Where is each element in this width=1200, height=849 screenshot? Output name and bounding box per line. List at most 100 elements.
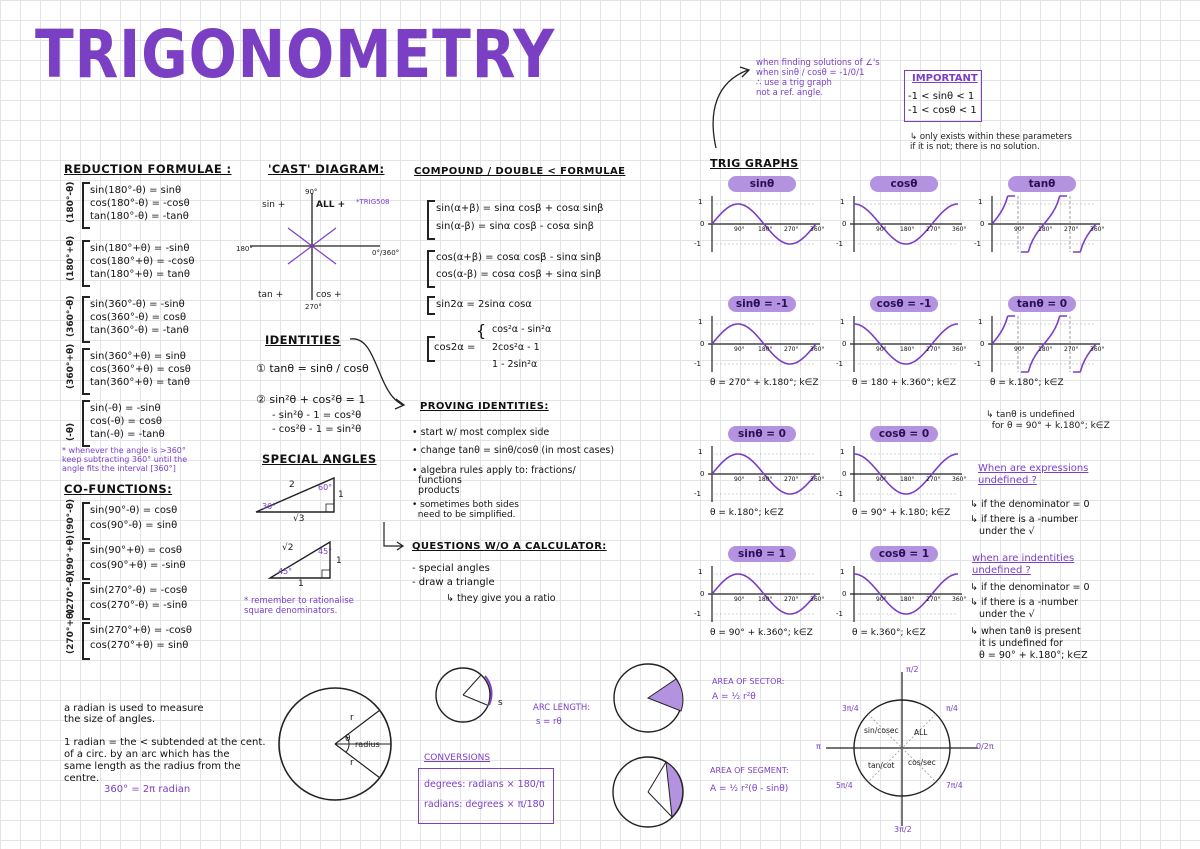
radian-r-upper: r <box>350 713 354 723</box>
trig-graphs-note: when finding solutions of ∠'s when sinθ … <box>756 58 880 98</box>
y-tick-one: 1 <box>978 198 983 206</box>
trig-graphs-arrow <box>712 66 751 149</box>
group-bracket <box>82 582 90 620</box>
group-angle-label: (270°+θ) <box>66 608 76 654</box>
sector-formula: A = ½ r²θ <box>712 692 756 702</box>
y-tick-neg: -1 <box>836 610 843 618</box>
arc-heading: ARC LENGTH: <box>533 703 591 713</box>
formula-line: sin(360°+θ) = sinθ <box>90 351 186 362</box>
special-note: * remember to rationalise square denomin… <box>244 596 354 616</box>
group-bracket <box>82 240 90 287</box>
graph-solution-caption: θ = 90° + k.360°; k∈Z <box>710 628 813 638</box>
y-tick-one: 1 <box>698 448 703 456</box>
formula-line: sin(-θ) = -sinθ <box>90 403 161 414</box>
formula-line: sin(90°-θ) = cosθ <box>90 505 178 516</box>
group-bracket <box>82 502 90 540</box>
radian-r-lower: r <box>350 758 354 768</box>
graph-title-pill: sinθ = 0 <box>728 426 796 442</box>
x-tick-90: 90° <box>734 226 745 233</box>
x-tick-360: 360° <box>810 476 825 483</box>
indeterminate-heading: when are indentities undefined ? <box>972 553 1075 576</box>
x-tick-180: 180° <box>758 596 773 603</box>
radian-explanation: 1 radian = the < subtended at the cent. … <box>64 737 266 784</box>
origin-tick: 0 <box>842 590 847 598</box>
page-title: TRIGONOMETRY <box>35 16 556 93</box>
formula-line: cos(90°+θ) = -sinθ <box>90 560 186 571</box>
arc-length-diagram <box>435 667 493 723</box>
cos-graph <box>850 316 962 372</box>
unit-top: π/2 <box>906 665 919 674</box>
y-tick-one: 1 <box>840 198 845 206</box>
t1-opp: 1 <box>338 490 344 500</box>
important-note: ↳ only exists within these parameters if… <box>910 132 1072 152</box>
group-bracket <box>82 182 90 229</box>
group-bracket <box>82 622 90 660</box>
origin-tick: 0 <box>700 340 705 348</box>
unit-q3: tan/cot <box>868 761 895 770</box>
x-tick-90: 90° <box>876 596 887 603</box>
x-tick-180: 180° <box>900 346 915 353</box>
sin-graph <box>708 446 820 502</box>
compound-sin-1: sin(α+β) = sinα cosβ + cosα sinβ <box>436 203 604 214</box>
y-tick-one: 1 <box>698 568 703 576</box>
formula-line: sin(180°+θ) = -sinθ <box>90 243 190 254</box>
important-line-1: -1 < sinθ < 1 <box>908 91 975 102</box>
group-bracket <box>82 348 90 395</box>
x-tick-180: 180° <box>900 476 915 483</box>
y-tick-one: 1 <box>698 318 703 326</box>
unit-right: 0/2π <box>976 742 994 751</box>
x-tick-270: 270° <box>784 476 799 483</box>
t1-angle-30: 30° <box>262 502 277 511</box>
identities-arrow <box>349 338 406 410</box>
y-tick-neg: -1 <box>836 240 843 248</box>
cast-note: *TRIG508 <box>356 198 390 206</box>
x-tick-270: 270° <box>926 346 941 353</box>
x-tick-180: 180° <box>900 226 915 233</box>
y-tick-neg: -1 <box>836 360 843 368</box>
x-tick-270: 270° <box>784 596 799 603</box>
identity-pythag-a: - sin²θ - 1 = cos²θ <box>272 410 362 421</box>
proving-item-3: • algebra rules apply to: fractions/ fun… <box>412 465 576 496</box>
double-sin: sin2α = 2sinα cosα <box>436 299 532 310</box>
unit-circle-diagram <box>826 672 978 826</box>
y-tick-neg: -1 <box>836 490 843 498</box>
cast-90: 90° <box>305 188 318 196</box>
proving-item-2: • change tanθ = sinθ/cosθ (in most cases… <box>412 445 615 456</box>
conversions-line-1: degrees: radians × 180/π <box>424 779 545 790</box>
cast-180: 180° <box>236 245 253 253</box>
origin-tick: 0 <box>700 590 705 598</box>
questions-item-3: ↳ they give you a ratio <box>446 593 556 604</box>
t2-hyp: √2 <box>282 543 294 553</box>
group-angle-label: (-θ) <box>66 422 76 441</box>
cast-all: ALL + <box>316 200 346 210</box>
x-tick-270: 270° <box>784 226 799 233</box>
formula-line: tan(180°-θ) = -tanθ <box>90 211 189 222</box>
cos-graph <box>850 566 962 622</box>
unit-3pi4: 3π/4 <box>842 704 859 713</box>
formula-line: tan(360°-θ) = -tanθ <box>90 325 189 336</box>
cast-270: 270° <box>305 303 322 311</box>
sector-diagram <box>613 663 684 733</box>
x-tick-270: 270° <box>926 226 941 233</box>
segment-formula: A = ½ r²(θ - sinθ) <box>710 784 789 794</box>
questions-item-1: - special angles <box>412 563 490 574</box>
formula-line: tan(360°+θ) = tanθ <box>90 377 191 388</box>
unit-7pi4: 7π/4 <box>946 781 963 790</box>
group-angle-label: (180°-θ) <box>66 181 76 223</box>
group-angle-label: (360°+θ) <box>66 343 76 389</box>
sin-graph <box>708 316 820 372</box>
undefined-heading: When are expressions undefined ? <box>978 463 1089 486</box>
y-tick-one: 1 <box>840 448 845 456</box>
arc-s-label: s <box>498 698 503 708</box>
origin-tick: 0 <box>980 340 985 348</box>
undefined-item-2: ↳ if there is a -number under the √ <box>970 514 1079 537</box>
group-bracket <box>82 542 90 580</box>
identities-heading: IDENTITIES <box>265 333 341 347</box>
x-tick-360: 360° <box>952 226 967 233</box>
indeterminate-item-1: ↳ if the denominator = 0 <box>970 582 1090 593</box>
cast-diagram <box>250 193 380 300</box>
formula-line: cos(270°+θ) = sinθ <box>90 640 189 651</box>
graph-title-pill: sinθ = -1 <box>728 296 796 312</box>
x-tick-360: 360° <box>1090 226 1105 233</box>
origin-tick: 0 <box>980 220 985 228</box>
